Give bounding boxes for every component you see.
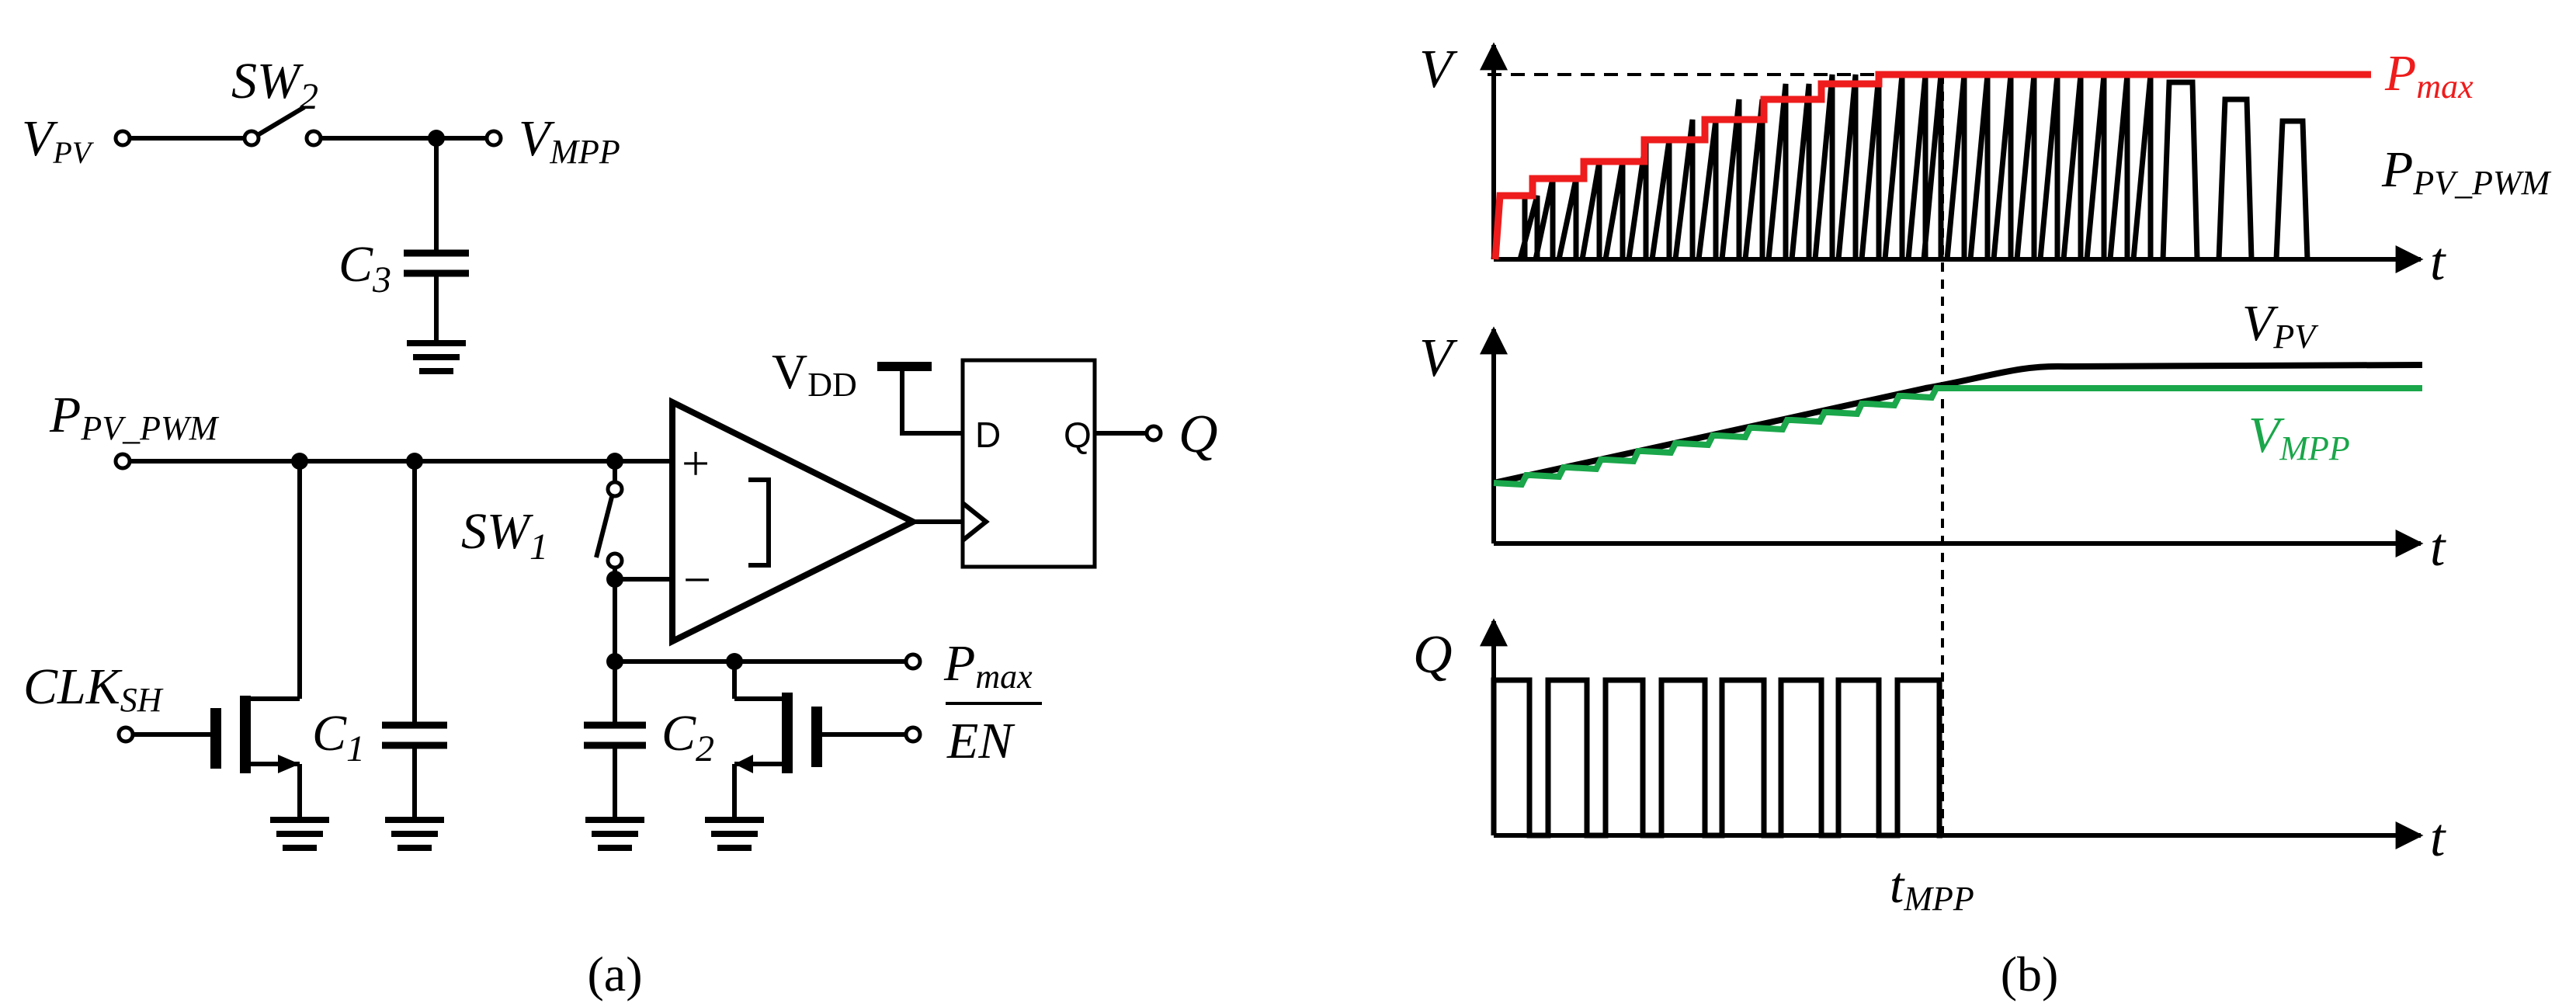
clksh-label: CLKSH [23,658,164,719]
sw2-label: SW2 [231,53,318,117]
tmpp-label: tMPP [1890,857,1974,918]
c2-label: C2 [661,705,714,769]
plot3-axes: Q t [1413,618,2446,868]
clock-input-icon [961,501,990,543]
comparator: + − [669,397,963,647]
c1-label: C1 [312,705,365,769]
panel-b-waveforms: V t Pmax PPV_PWM V t VPV VMPP Q t tMPP (… [1413,40,2552,1002]
d-flip-flop: D Q Q VDD [772,344,1218,569]
ground-c3 [407,340,466,374]
vpv-terminal [113,129,132,148]
ppvpwm-terminal [113,452,132,471]
plot2-axes: V t [1419,326,2446,578]
main-signal-path: PPV_PWM [49,387,672,471]
pmax-trace [1491,71,2371,260]
panel-a-circuit: VPV SW2 VMPP C3 PPV_PWM [22,53,1218,1002]
ground-c2 [585,817,644,851]
vpv-label: VPV [22,110,95,170]
pmax-terminal [904,652,922,671]
vdd-label: VDD [772,344,857,404]
vpv-label-b: VPV [2242,295,2319,356]
hysteresis-icon [748,477,771,568]
plot3-t-label: t [2430,808,2446,868]
vmpp-label-b: VMPP [2248,407,2350,467]
caption-a: (a) [587,946,642,1002]
q-output-label: Q [1179,405,1218,464]
plot1-v-label: V [1419,40,1458,99]
sw1-label: SW1 [461,503,548,568]
q-pulse-trace [1491,677,1942,839]
pmax-label-a: Pmax [943,635,1033,696]
nmos-clk-sh: CLKSH [23,461,329,851]
sw1-c2-network: SW1 C2 Pmax EN [461,461,1042,851]
vpv-trace [1493,362,2423,486]
ff-d-label: D [975,415,1001,455]
comparator-plus: + [682,436,710,491]
pmax-label-b: Pmax [2384,45,2474,106]
sample-hold-top: VPV SW2 VMPP C3 [22,53,620,374]
plot2-v-label: V [1419,328,1458,388]
c3-label: C3 [338,236,391,300]
plot1-t-label: t [2430,232,2446,292]
ground-pmos [705,817,764,851]
q-terminal [1144,424,1163,443]
caption-b: (b) [2001,946,2059,1002]
en-terminal [904,725,922,744]
ground-c1 [385,817,444,851]
vmpp-terminal [484,129,503,148]
clksh-terminal [116,725,135,744]
en-label: EN [946,713,1015,769]
plot3-q-label: Q [1413,625,1453,685]
plot2-t-label: t [2430,518,2446,578]
ground-nmos [270,817,329,851]
ff-q-label: Q [1064,415,1092,455]
capacitor-c1: C1 [312,461,447,851]
comparator-minus: − [683,552,711,607]
vmpp-label: VMPP [519,110,620,171]
ppvpwm-label-b: PPV_PWM [2381,141,2552,202]
vmpp-trace [1493,385,2422,488]
ppvpwm-label: PPV_PWM [49,387,220,447]
ppvpwm-trace [1491,74,2310,260]
